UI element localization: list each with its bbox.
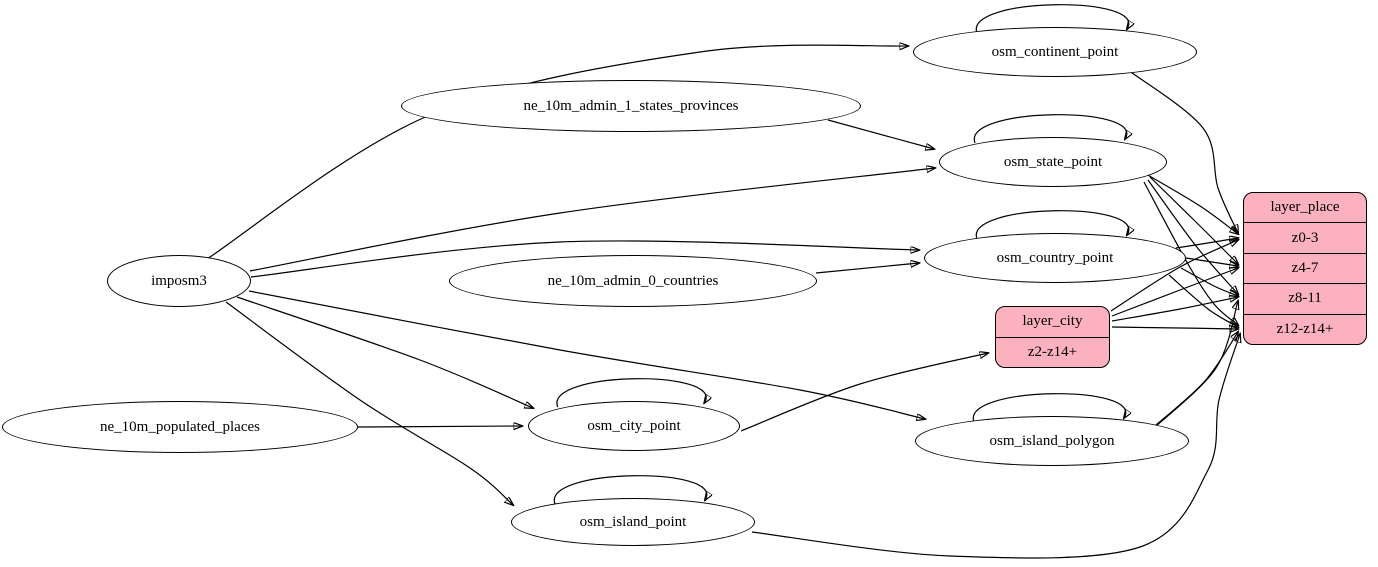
edge-imposm3-to-osm-city-point bbox=[236, 296, 533, 408]
edge-osm-island-polygon-to-layer-place-z8-11 bbox=[1153, 301, 1238, 429]
edge-selfloop-osm_island_point bbox=[553, 475, 707, 505]
edge-ne-10m-populated-places-to-osm-city-point bbox=[357, 426, 522, 427]
edge-osm-state-point-to-layer-place-z4-7 bbox=[1149, 176, 1238, 264]
edge-layer-city-to-layer-place-z12-z14+ bbox=[1111, 327, 1238, 329]
record-node-layer_city: layer_city z2-z14+ bbox=[995, 306, 1110, 368]
node-osm_continent_point: osm_continent_point bbox=[913, 27, 1197, 77]
edge-osm-city-point-to-layer-city-z2-z14+ bbox=[740, 353, 988, 432]
edge-layer-city-to-layer-place-z4-7 bbox=[1111, 268, 1238, 317]
edge-selfloop-osm_continent_point bbox=[975, 4, 1129, 34]
node-osm_island_polygon: osm_island_polygon bbox=[915, 416, 1189, 466]
edge-osm-continent-point-to-layer-place-z0-3 bbox=[1127, 69, 1238, 233]
edges-group bbox=[206, 4, 1240, 559]
edge-osm-country-point-to-layer-place-z12-z14+ bbox=[1168, 274, 1238, 327]
node-label-ne_10m_admin_0_countries: ne_10m_admin_0_countries bbox=[547, 272, 719, 289]
record-header-layer_city: layer_city bbox=[1022, 313, 1083, 330]
record-row-layer_city-z2-z14+: z2-z14+ bbox=[996, 336, 1109, 368]
edge-osm-state-point-to-layer-place-z8-11 bbox=[1147, 179, 1238, 294]
record-row-layer_place-z12-z14+: z12-z14+ bbox=[1244, 313, 1366, 344]
node-ne_10m_populated_places: ne_10m_populated_places bbox=[2, 401, 358, 453]
node-label-osm_island_point: osm_island_point bbox=[579, 513, 687, 530]
node-label-osm_island_polygon: osm_island_polygon bbox=[989, 432, 1115, 449]
edge-osm-island-polygon-to-layer-place-z12-z14+ bbox=[1149, 332, 1238, 431]
record-header-layer_place: layer_place bbox=[1270, 199, 1340, 216]
node-osm_city_point: osm_city_point bbox=[528, 401, 740, 451]
edge-imposm3-to-osm-island-point bbox=[225, 301, 513, 505]
edge-osm-country-point-to-layer-place-z0-3 bbox=[1175, 238, 1238, 249]
node-label-osm_continent_point: osm_continent_point bbox=[991, 43, 1119, 60]
edge-osm-state-point-to-layer-place-z0-3 bbox=[1145, 173, 1238, 234]
edge-selfloop-osm_country_point bbox=[975, 210, 1129, 240]
edge-imposm3-to-osm-country-point bbox=[250, 240, 919, 278]
edge-osm-country-point-to-layer-place-z8-11 bbox=[1180, 267, 1238, 296]
node-imposm3: imposm3 bbox=[107, 255, 251, 307]
node-label-ne_10m_admin_1_states_provinces: ne_10m_admin_1_states_provinces bbox=[523, 97, 739, 114]
node-osm_island_point: osm_island_point bbox=[511, 498, 755, 546]
node-label-ne_10m_populated_places: ne_10m_populated_places bbox=[100, 418, 260, 435]
node-label-osm_state_point: osm_state_point bbox=[1003, 153, 1103, 170]
node-osm_state_point: osm_state_point bbox=[939, 137, 1167, 187]
edge-imposm3-to-osm-state-point bbox=[249, 168, 935, 272]
node-ne_10m_admin_1_states_provinces: ne_10m_admin_1_states_provinces bbox=[401, 80, 861, 132]
node-osm_country_point: osm_country_point bbox=[924, 233, 1186, 283]
edge-ne-10m-admin-1-states-provinces-to-osm-state-point bbox=[827, 119, 934, 149]
edge-selfloop-osm_island_polygon bbox=[972, 393, 1126, 423]
edge-layer-city-to-layer-place-z8-11 bbox=[1111, 297, 1238, 322]
edge-selfloop-osm_state_point bbox=[973, 114, 1127, 144]
node-label-osm_country_point: osm_country_point bbox=[996, 249, 1114, 266]
record-row-layer_place-z0-3: z0-3 bbox=[1244, 222, 1366, 252]
edge-osm-island-point-to-layer-place-z12-z14+ bbox=[751, 334, 1240, 559]
record-row-layer_place-z4-7: z4-7 bbox=[1244, 252, 1366, 283]
edge-imposm3-to-osm-continent-point bbox=[206, 45, 908, 260]
node-label-osm_city_point: osm_city_point bbox=[587, 417, 681, 434]
edge-ne-10m-admin-0-countries-to-osm-country-point bbox=[815, 263, 919, 274]
edge-selfloop-osm_city_point bbox=[556, 378, 706, 408]
node-label-imposm3: imposm3 bbox=[151, 272, 207, 289]
record-row-layer_place-z8-11: z8-11 bbox=[1244, 283, 1366, 313]
edge-imposm3-to-osm-island-polygon bbox=[248, 290, 925, 419]
node-ne_10m_admin_0_countries: ne_10m_admin_0_countries bbox=[449, 255, 817, 307]
edge-layer-city-to-layer-place-z0-3 bbox=[1110, 240, 1238, 312]
